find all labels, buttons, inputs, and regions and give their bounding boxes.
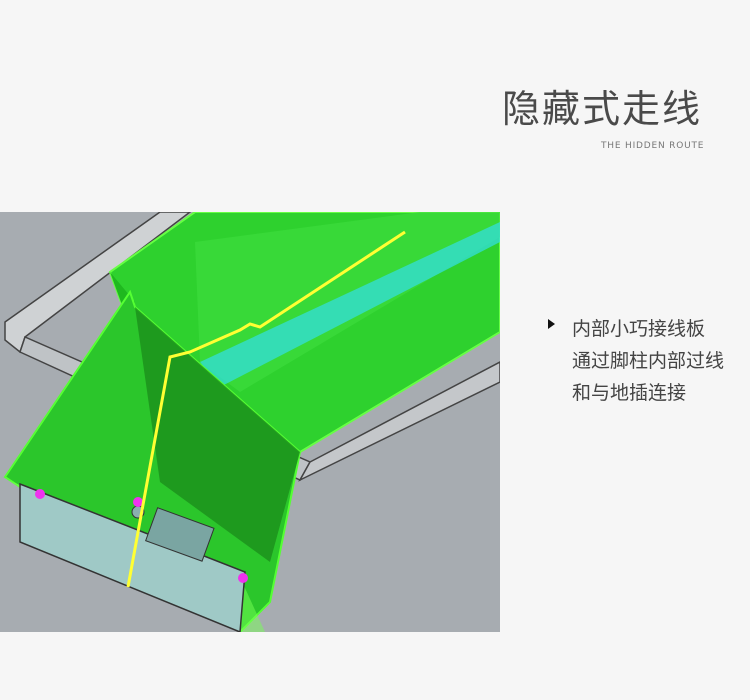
description-line: 通过脚柱内部过线: [572, 350, 725, 372]
connector-board: [145, 507, 215, 562]
description-line: 内部小巧接线板: [572, 318, 706, 340]
screw-icon: [133, 497, 143, 507]
hidden-wiring-illustration: [0, 212, 500, 632]
screw-icon: [238, 573, 248, 583]
cable-route: [126, 230, 406, 588]
description-line: 和与地插连接: [572, 382, 687, 404]
bullet-arrow-icon: [548, 319, 555, 329]
page-subtitle: THE HIDDEN ROUTE: [601, 141, 705, 151]
cable-channel: [200, 222, 500, 387]
beam-green: [108, 212, 500, 454]
screw-icon: [35, 489, 45, 499]
page-title: 隐藏式走线: [502, 87, 703, 131]
